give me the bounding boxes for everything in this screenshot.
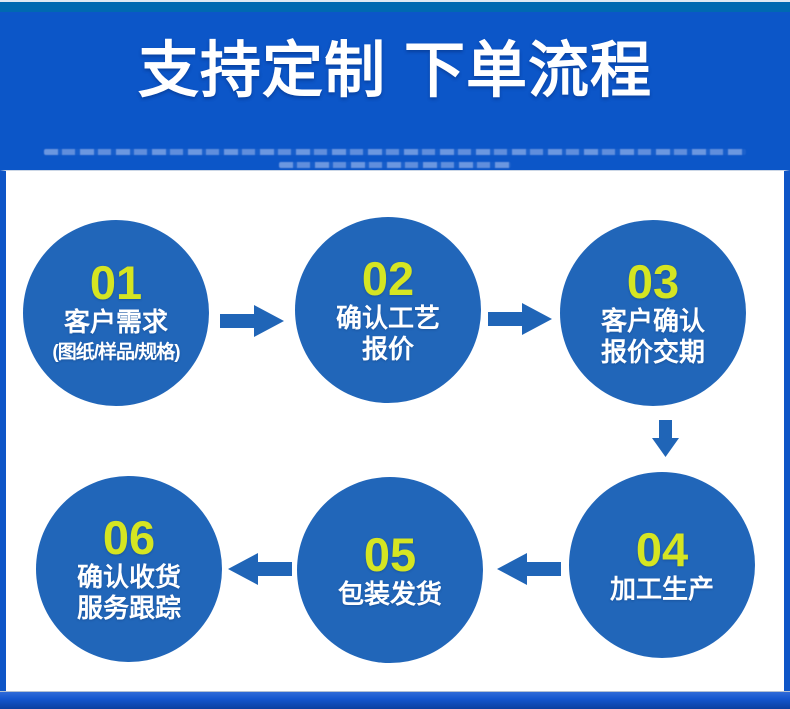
arrow-left-icon <box>228 553 292 585</box>
step-label-line: 确认收货 <box>76 562 181 592</box>
step-label-line: 报价 <box>361 334 414 364</box>
header: 支持定制 下单流程 <box>0 12 790 170</box>
step-label-line: 报价交期 <box>600 337 705 367</box>
step-circle-05: 05 包装发货 <box>297 477 483 663</box>
step-label-line: 服务跟踪 <box>76 593 181 623</box>
step-number: 06 <box>102 511 156 564</box>
step-label-line: 确认工艺 <box>335 303 440 333</box>
flow-diagram: 01 客户需求 (图纸/样品/规格) 02 确认工艺 报价 03 客户确认 报价… <box>0 170 790 691</box>
arrow-right-icon <box>488 303 552 335</box>
step-label-line: 客户需求 <box>63 307 168 337</box>
fine-print-line-2 <box>279 162 511 168</box>
step-label-line: (图纸/样品/规格) <box>52 342 180 363</box>
top-divider <box>0 0 790 2</box>
arrow-left-icon <box>497 553 561 585</box>
step-circle-01: 01 客户需求 (图纸/样品/规格) <box>23 220 209 406</box>
bottom-accent-strip <box>0 691 790 709</box>
step-circle-06: 06 确认收货 服务跟踪 <box>36 476 222 662</box>
step-number: 04 <box>635 522 689 576</box>
arrow-right-icon <box>220 305 284 337</box>
step-circle-02: 02 确认工艺 报价 <box>295 217 481 403</box>
step-number: 02 <box>361 252 415 305</box>
arrow-down-icon <box>652 420 679 457</box>
step-circle-04: 04 加工生产 <box>569 472 755 658</box>
step-label-line: 包装发货 <box>337 578 442 609</box>
step-number: 05 <box>363 527 417 581</box>
page-title: 支持定制 下单流程 <box>138 36 652 104</box>
step-number: 03 <box>626 255 680 308</box>
step-label-line: 客户确认 <box>600 306 705 336</box>
step-number: 01 <box>89 256 143 309</box>
fine-print-line-1 <box>44 149 746 155</box>
step-label-line: 加工生产 <box>609 573 714 604</box>
top-accent-strip <box>0 2 790 12</box>
step-circle-03: 03 客户确认 报价交期 <box>560 220 746 406</box>
